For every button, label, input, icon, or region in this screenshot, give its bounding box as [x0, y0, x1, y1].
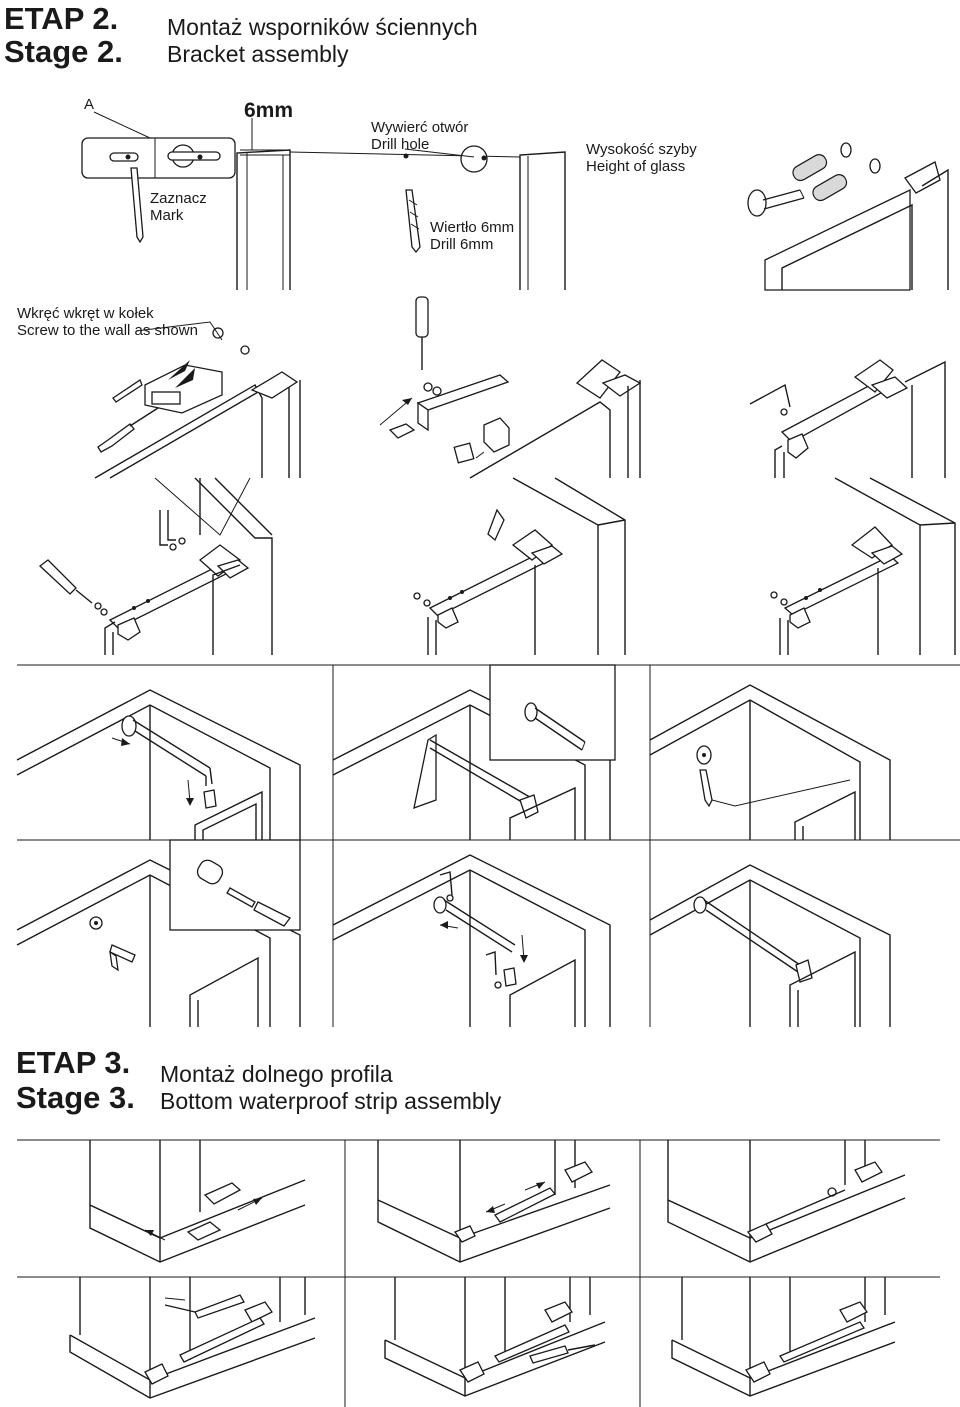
stage3-etap-heading: ETAP 3.: [16, 1045, 131, 1080]
screw-label-english: Screw to the wall as shown: [17, 322, 198, 339]
stage2-etap-heading: ETAP 2.: [4, 1, 119, 36]
step2-row2-illustration: [38, 477, 956, 655]
step2-grid-illustration: [16, 664, 960, 1027]
stage3-stage-heading: Stage 3.: [16, 1080, 135, 1115]
stage2-title-english: Bracket assembly: [167, 41, 349, 67]
stage3-title-english: Bottom waterproof strip assembly: [160, 1088, 502, 1114]
screw-label-polish: Wkręć wkręt w kołek: [17, 305, 154, 322]
drill-hole-label-english: Drill hole: [371, 136, 430, 153]
drill-bit-label-polish: Wiertło 6mm: [430, 219, 515, 236]
gap-6mm-label: 6mm: [244, 99, 294, 122]
step1-marking-illustration: [81, 111, 949, 291]
glass-height-label-polish: Wysokość szyby: [586, 141, 697, 158]
mark-label-english: Mark: [150, 207, 184, 224]
step2-row1-illustration: [94, 296, 946, 479]
drill-hole-label-polish: Wywierć otwór: [371, 119, 469, 136]
callout-a-label: A: [84, 96, 95, 113]
stage2-stage-heading: Stage 2.: [4, 34, 123, 69]
stage3-title-polish: Montaż dolnego profila: [160, 1061, 393, 1087]
stage3-grid-illustration: [17, 1139, 940, 1407]
stage2-title-polish: Montaż wsporników ściennych: [167, 14, 478, 40]
mark-label-polish: Zaznacz: [150, 190, 207, 207]
glass-height-label-english: Height of glass: [586, 158, 686, 175]
drill-bit-label-english: Drill 6mm: [430, 236, 494, 253]
